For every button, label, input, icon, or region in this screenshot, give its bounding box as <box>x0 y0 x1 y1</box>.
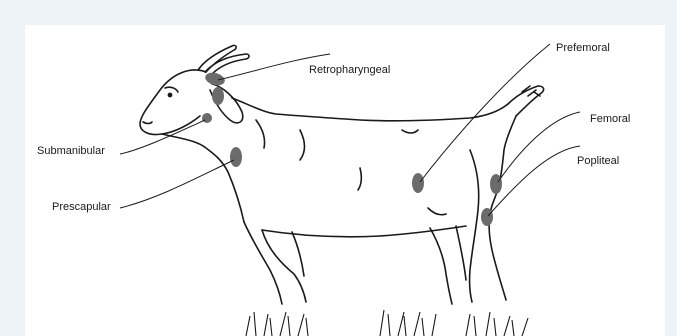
lymph-node-prefemoral <box>412 173 424 193</box>
label-femoral: Femoral <box>590 113 630 125</box>
lymph-node-submanibular <box>202 113 212 123</box>
label-retropharyngeal: Retropharyngeal <box>309 64 390 76</box>
lymph-node-femoral <box>490 174 502 194</box>
label-popliteal: Popliteal <box>577 155 619 167</box>
label-prefemoral: Prefemoral <box>556 42 610 54</box>
lymph-node-prescapular <box>230 147 242 167</box>
lymph-node-retropharyngeal-lower <box>212 87 224 105</box>
lymph-node-popliteal <box>481 208 493 226</box>
label-submanibular: Submanibular <box>37 145 105 157</box>
label-prescapular: Prescapular <box>52 201 111 213</box>
